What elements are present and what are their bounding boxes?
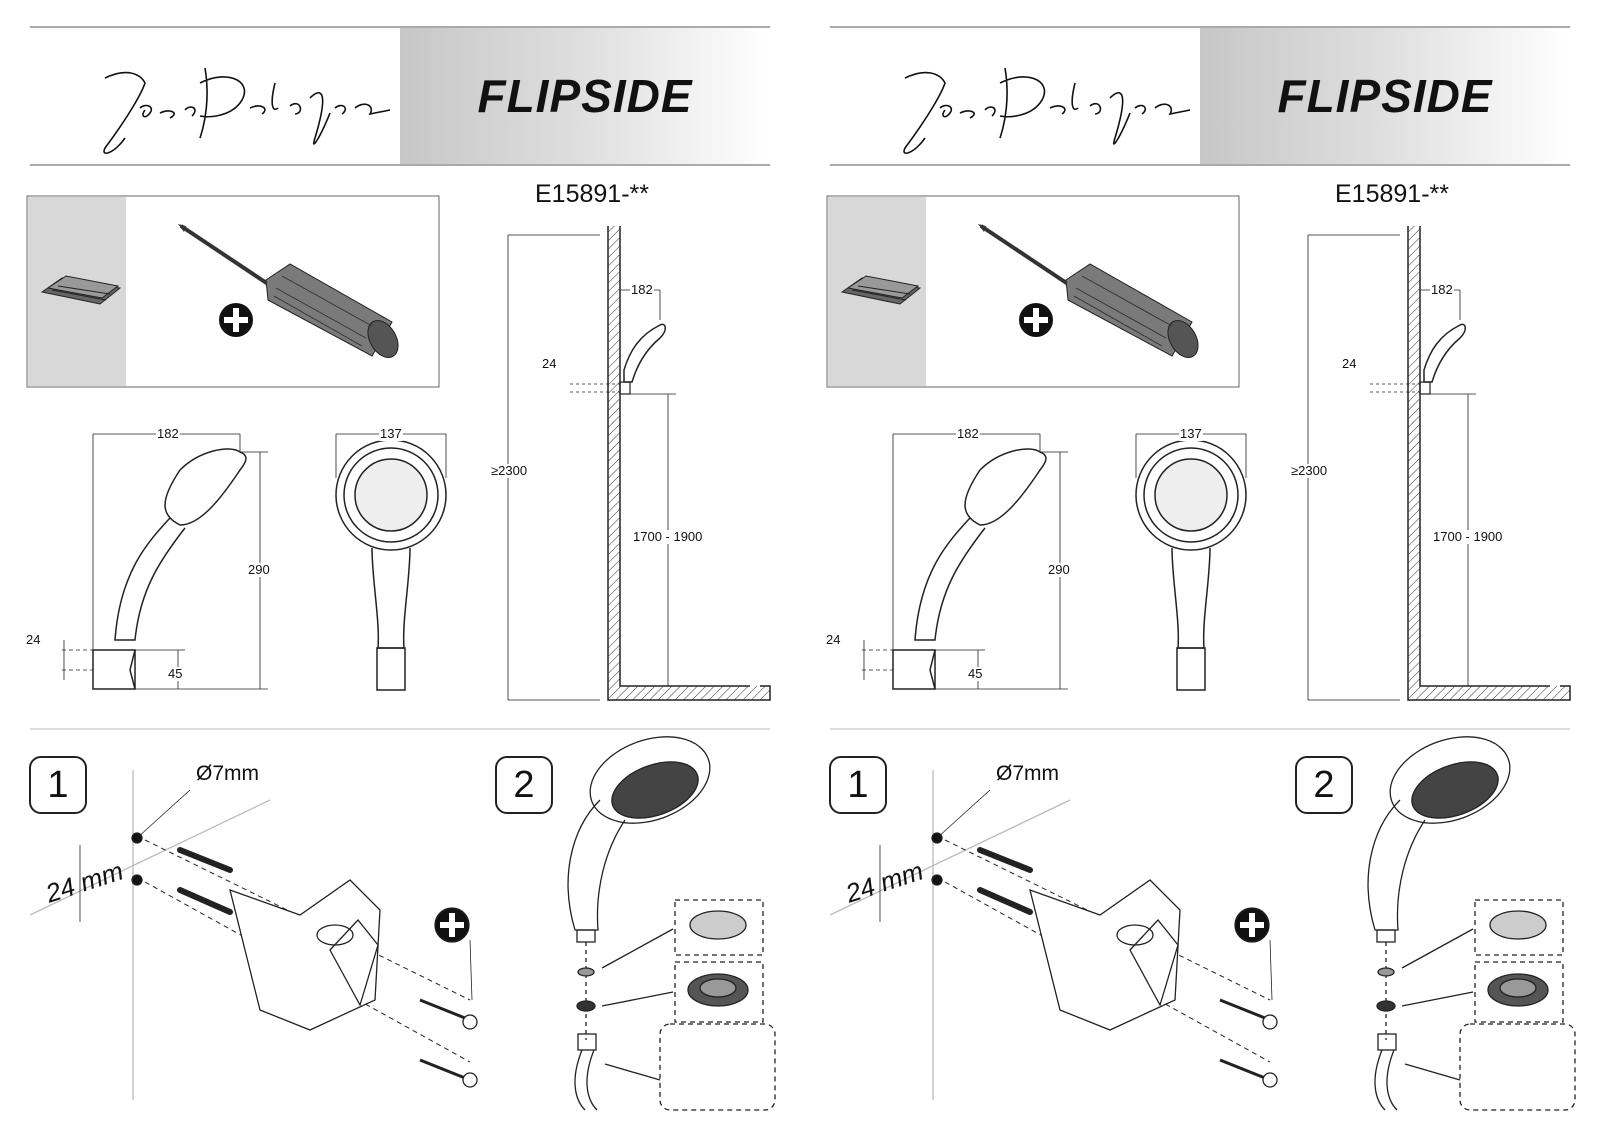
step1-drawing bbox=[829, 770, 1278, 1100]
wall-install-drawing bbox=[1307, 226, 1571, 701]
tools-box bbox=[826, 195, 1240, 388]
product-name-box: FLIPSIDE bbox=[1200, 28, 1570, 164]
drawing-canvas bbox=[26, 26, 776, 1111]
dim-holder-height: 24 bbox=[826, 632, 841, 647]
hex-key-icon bbox=[40, 275, 122, 305]
dim-ceiling-height: ≥2300 bbox=[1290, 463, 1329, 478]
dim-face-width: 137 bbox=[1179, 426, 1203, 441]
product-name: FLIPSIDE bbox=[477, 70, 693, 122]
product-name: FLIPSIDE bbox=[1277, 70, 1493, 122]
hex-key-icon bbox=[840, 275, 922, 305]
dim-ceiling-height: ≥2300 bbox=[490, 463, 529, 478]
drill-diameter-label: Ø7mm bbox=[996, 762, 1059, 785]
screwdriver-icon bbox=[178, 224, 399, 358]
step-1-badge: 1 bbox=[29, 756, 87, 814]
dim-wall-offset: 182 bbox=[630, 282, 654, 297]
dim-mount-height: 1700 - 1900 bbox=[632, 529, 704, 544]
dim-handshower-width: 182 bbox=[156, 426, 180, 441]
step-2-badge: 2 bbox=[495, 756, 553, 814]
step-2-badge: 2 bbox=[1295, 756, 1353, 814]
model-code: E15891-** bbox=[1335, 180, 1449, 208]
dim-face-width: 137 bbox=[379, 426, 403, 441]
step2-drawing bbox=[1367, 736, 1576, 1111]
phillips-icon bbox=[219, 303, 253, 337]
drill-diameter-label: Ø7mm bbox=[196, 762, 259, 785]
dim-wall-holder-height: 24 bbox=[1342, 356, 1357, 371]
handshower-front-drawing bbox=[1135, 433, 1247, 691]
step1-drawing bbox=[29, 770, 478, 1100]
tools-box bbox=[26, 195, 440, 388]
brand-signature-icon bbox=[103, 67, 391, 154]
handshower-side-drawing bbox=[862, 433, 1068, 690]
brand-logo bbox=[830, 28, 1200, 164]
handshower-side-drawing bbox=[62, 433, 268, 690]
step2-drawing bbox=[567, 736, 776, 1111]
dim-wall-holder-height: 24 bbox=[542, 356, 557, 371]
model-code: E15891-** bbox=[535, 180, 649, 208]
wall-install-drawing bbox=[507, 226, 771, 701]
dim-holder-depth: 45 bbox=[967, 666, 984, 681]
dim-handshower-height: 290 bbox=[247, 562, 271, 577]
drawing-canvas bbox=[826, 26, 1576, 1111]
brand-logo bbox=[30, 28, 400, 164]
instruction-panel-right: FLIPSIDE E15891-** 182 137 290 24 45 ≥23… bbox=[800, 0, 1600, 1132]
dim-holder-height: 24 bbox=[26, 632, 41, 647]
dim-handshower-height: 290 bbox=[1047, 562, 1071, 577]
handshower-front-drawing bbox=[335, 433, 447, 691]
dim-wall-offset: 182 bbox=[1430, 282, 1454, 297]
phillips-icon bbox=[1019, 303, 1053, 337]
step-1-badge: 1 bbox=[829, 756, 887, 814]
brand-signature-icon bbox=[903, 67, 1191, 154]
instruction-panel-left: FLIPSIDE E15891-** 182 137 290 24 45 ≥23… bbox=[26, 26, 776, 1111]
dim-handshower-width: 182 bbox=[956, 426, 980, 441]
dim-holder-depth: 45 bbox=[167, 666, 184, 681]
screwdriver-icon bbox=[978, 224, 1199, 358]
product-name-box: FLIPSIDE bbox=[400, 28, 770, 164]
dim-mount-height: 1700 - 1900 bbox=[1432, 529, 1504, 544]
